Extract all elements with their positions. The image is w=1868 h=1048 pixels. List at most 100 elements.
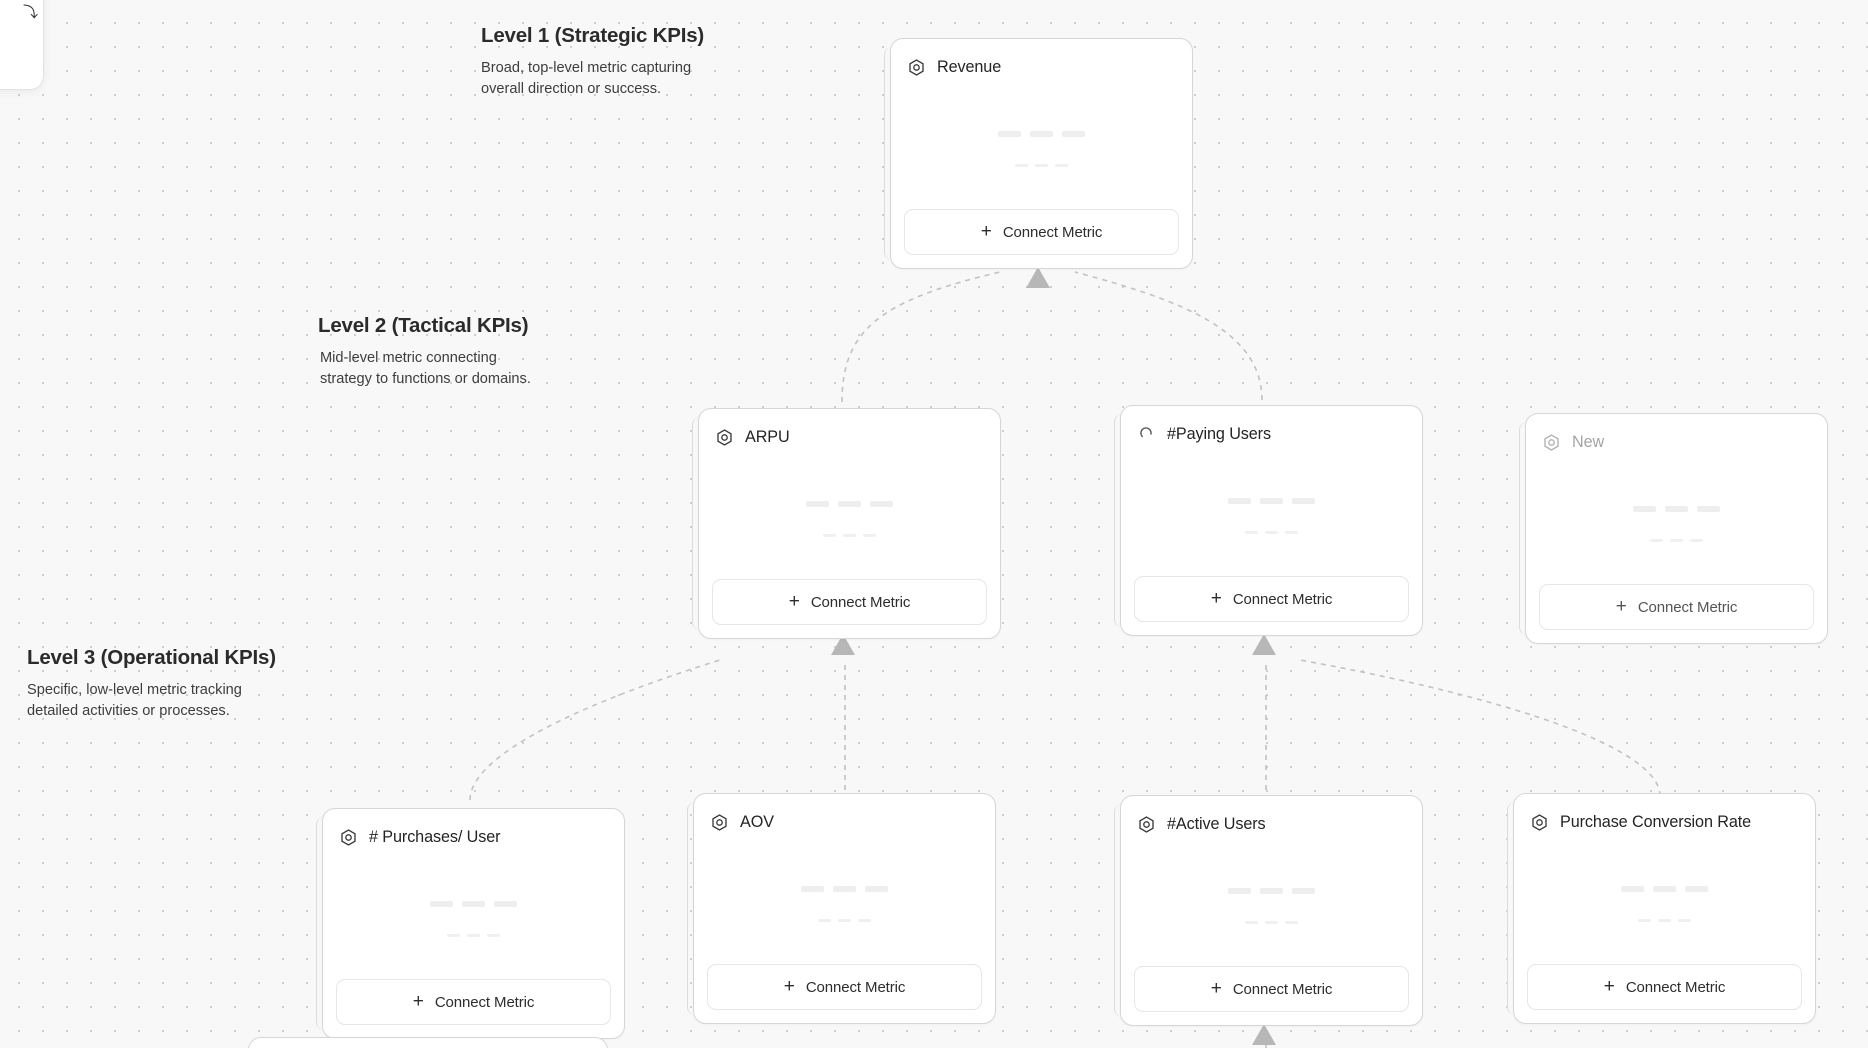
skeleton-bar [1633, 506, 1656, 512]
card-title: New [1572, 433, 1605, 451]
skeleton-bar [1697, 506, 1720, 512]
card-skeleton-body [1514, 836, 1815, 964]
skeleton-bar [865, 886, 888, 892]
skeleton-bar [1260, 888, 1283, 894]
card-header: Purchase Conversion Rate [1514, 794, 1815, 836]
level-2-description: Mid-level metric connecting strategy to … [320, 350, 531, 387]
skeleton-bar [462, 901, 485, 907]
skeleton-bar [1670, 539, 1683, 542]
card-skeleton-body [694, 836, 995, 964]
connect-metric-button[interactable]: + Connect Metric [904, 209, 1179, 255]
spinner-arc-icon [1140, 427, 1152, 438]
connect-metric-button[interactable]: + Connect Metric [707, 964, 982, 1010]
skeleton-row-secondary [699, 534, 1000, 537]
skeleton-bar [1292, 498, 1315, 504]
plus-icon: + [1210, 587, 1222, 609]
metric-card-revenue[interactable]: Revenue + Connect Metric [884, 38, 1193, 269]
skeleton-bar [430, 901, 453, 907]
card-skeleton-body [699, 451, 1000, 579]
skeleton-bar [1658, 919, 1671, 922]
edge-paying-users-revenue [1074, 271, 1263, 401]
skeleton-bar [1245, 921, 1258, 924]
card-skeleton-body [891, 81, 1192, 209]
skeleton-row-secondary [694, 919, 995, 922]
connect-metric-label: Connect Metric [1637, 598, 1738, 616]
arrowhead-paying-users [1252, 634, 1276, 655]
card-title: ARPU [745, 428, 790, 446]
skeleton-bar [487, 934, 500, 937]
level-2-title: Level 2 (Tactical KPIs) [318, 314, 529, 337]
corner-panel[interactable]: ⤵ [0, 0, 44, 90]
level-3-description: Specific, low-level metric tracking deta… [27, 682, 242, 719]
skeleton-bar [1265, 531, 1278, 534]
skeleton-bar [823, 534, 836, 537]
skeleton-bar [843, 534, 856, 537]
skeleton-bar [858, 919, 871, 922]
skeleton-bar [1035, 164, 1048, 167]
skeleton-bar [806, 501, 829, 507]
connect-metric-label: Connect Metric [1625, 978, 1726, 996]
connect-metric-label: Connect Metric [1232, 980, 1333, 998]
plus-icon: + [1615, 595, 1627, 617]
card-skeleton-body [323, 851, 624, 979]
connect-metric-label: Connect Metric [805, 978, 906, 996]
level-3-label-block: Level 3 (Operational KPIs) Specific, low… [27, 646, 277, 721]
skeleton-bar [1650, 539, 1663, 542]
connect-metric-button[interactable]: + Connect Metric [1134, 576, 1409, 622]
metric-card-active-users[interactable]: #Active Users + Connect Metric [1114, 795, 1423, 1026]
skeleton-bar [1062, 131, 1085, 137]
arrowhead-revenue [1026, 267, 1050, 288]
metric-card-purchases-per-user[interactable]: # Purchases/ User + Connect Metric [316, 808, 625, 1039]
card-title: AOV [740, 813, 774, 831]
hexagon-target-icon [341, 829, 356, 846]
card-title: #Paying Users [1167, 425, 1271, 443]
connect-metric-button[interactable]: + Connect Metric [336, 979, 611, 1025]
skeleton-row-secondary [891, 164, 1192, 167]
connect-metric-label: Connect Metric [810, 593, 911, 611]
skeleton-bar [1260, 498, 1283, 504]
skeleton-bar [1245, 531, 1258, 534]
skeleton-row-primary [891, 131, 1192, 137]
skeleton-bar [1015, 164, 1028, 167]
edge-arpu-revenue [841, 271, 1001, 403]
metric-card-paying-users[interactable]: #Paying Users + Connect Metric [1114, 405, 1423, 636]
metric-card-partial-offscreen[interactable] [248, 1037, 608, 1048]
hexagon-target-icon [909, 59, 924, 76]
skeleton-bar [1653, 886, 1676, 892]
skeleton-row-primary [1514, 886, 1815, 892]
skeleton-row-primary [1121, 498, 1422, 504]
skeleton-row-secondary [1121, 531, 1422, 534]
connect-metric-button[interactable]: + Connect Metric [1134, 966, 1409, 1012]
connect-metric-label: Connect Metric [434, 993, 535, 1011]
skeleton-bar [1678, 919, 1691, 922]
card-header: # Purchases/ User [323, 809, 624, 851]
connect-metric-label: Connect Metric [1232, 590, 1333, 608]
skeleton-bar [447, 934, 460, 937]
card-skeleton-body [1121, 448, 1422, 576]
metric-card-purchase-conversion-rate[interactable]: Purchase Conversion Rate + Connect Metri… [1507, 793, 1816, 1024]
card-header: ARPU [699, 409, 1000, 451]
metric-card-arpu[interactable]: ARPU + Connect Metric [692, 408, 1001, 639]
card-header: Revenue [891, 39, 1192, 81]
skeleton-row-secondary [1121, 921, 1422, 924]
card-title: Revenue [937, 58, 1002, 76]
skeleton-bar [467, 934, 480, 937]
connect-metric-button[interactable]: + Connect Metric [712, 579, 987, 625]
skeleton-row-primary [694, 886, 995, 892]
skeleton-bar [1228, 888, 1251, 894]
card-header: AOV [694, 794, 995, 836]
skeleton-bar [1228, 498, 1251, 504]
level-1-label-block: Level 1 (Strategic KPIs) Broad, top-leve… [481, 24, 731, 99]
connect-metric-button[interactable]: + Connect Metric [1527, 964, 1802, 1010]
skeleton-bar [801, 886, 824, 892]
metric-card-new[interactable]: New + Connect Metric [1519, 413, 1828, 644]
skeleton-bar [1285, 531, 1298, 534]
skeleton-bar [1685, 886, 1708, 892]
metric-card-aov[interactable]: AOV + Connect Metric [687, 793, 996, 1024]
plus-icon: + [412, 990, 424, 1012]
connect-metric-button[interactable]: + Connect Metric [1539, 584, 1814, 630]
level-1-description: Broad, top-level metric capturing overal… [481, 60, 692, 97]
card-header: New [1526, 414, 1827, 456]
card-title: #Active Users [1167, 815, 1266, 833]
